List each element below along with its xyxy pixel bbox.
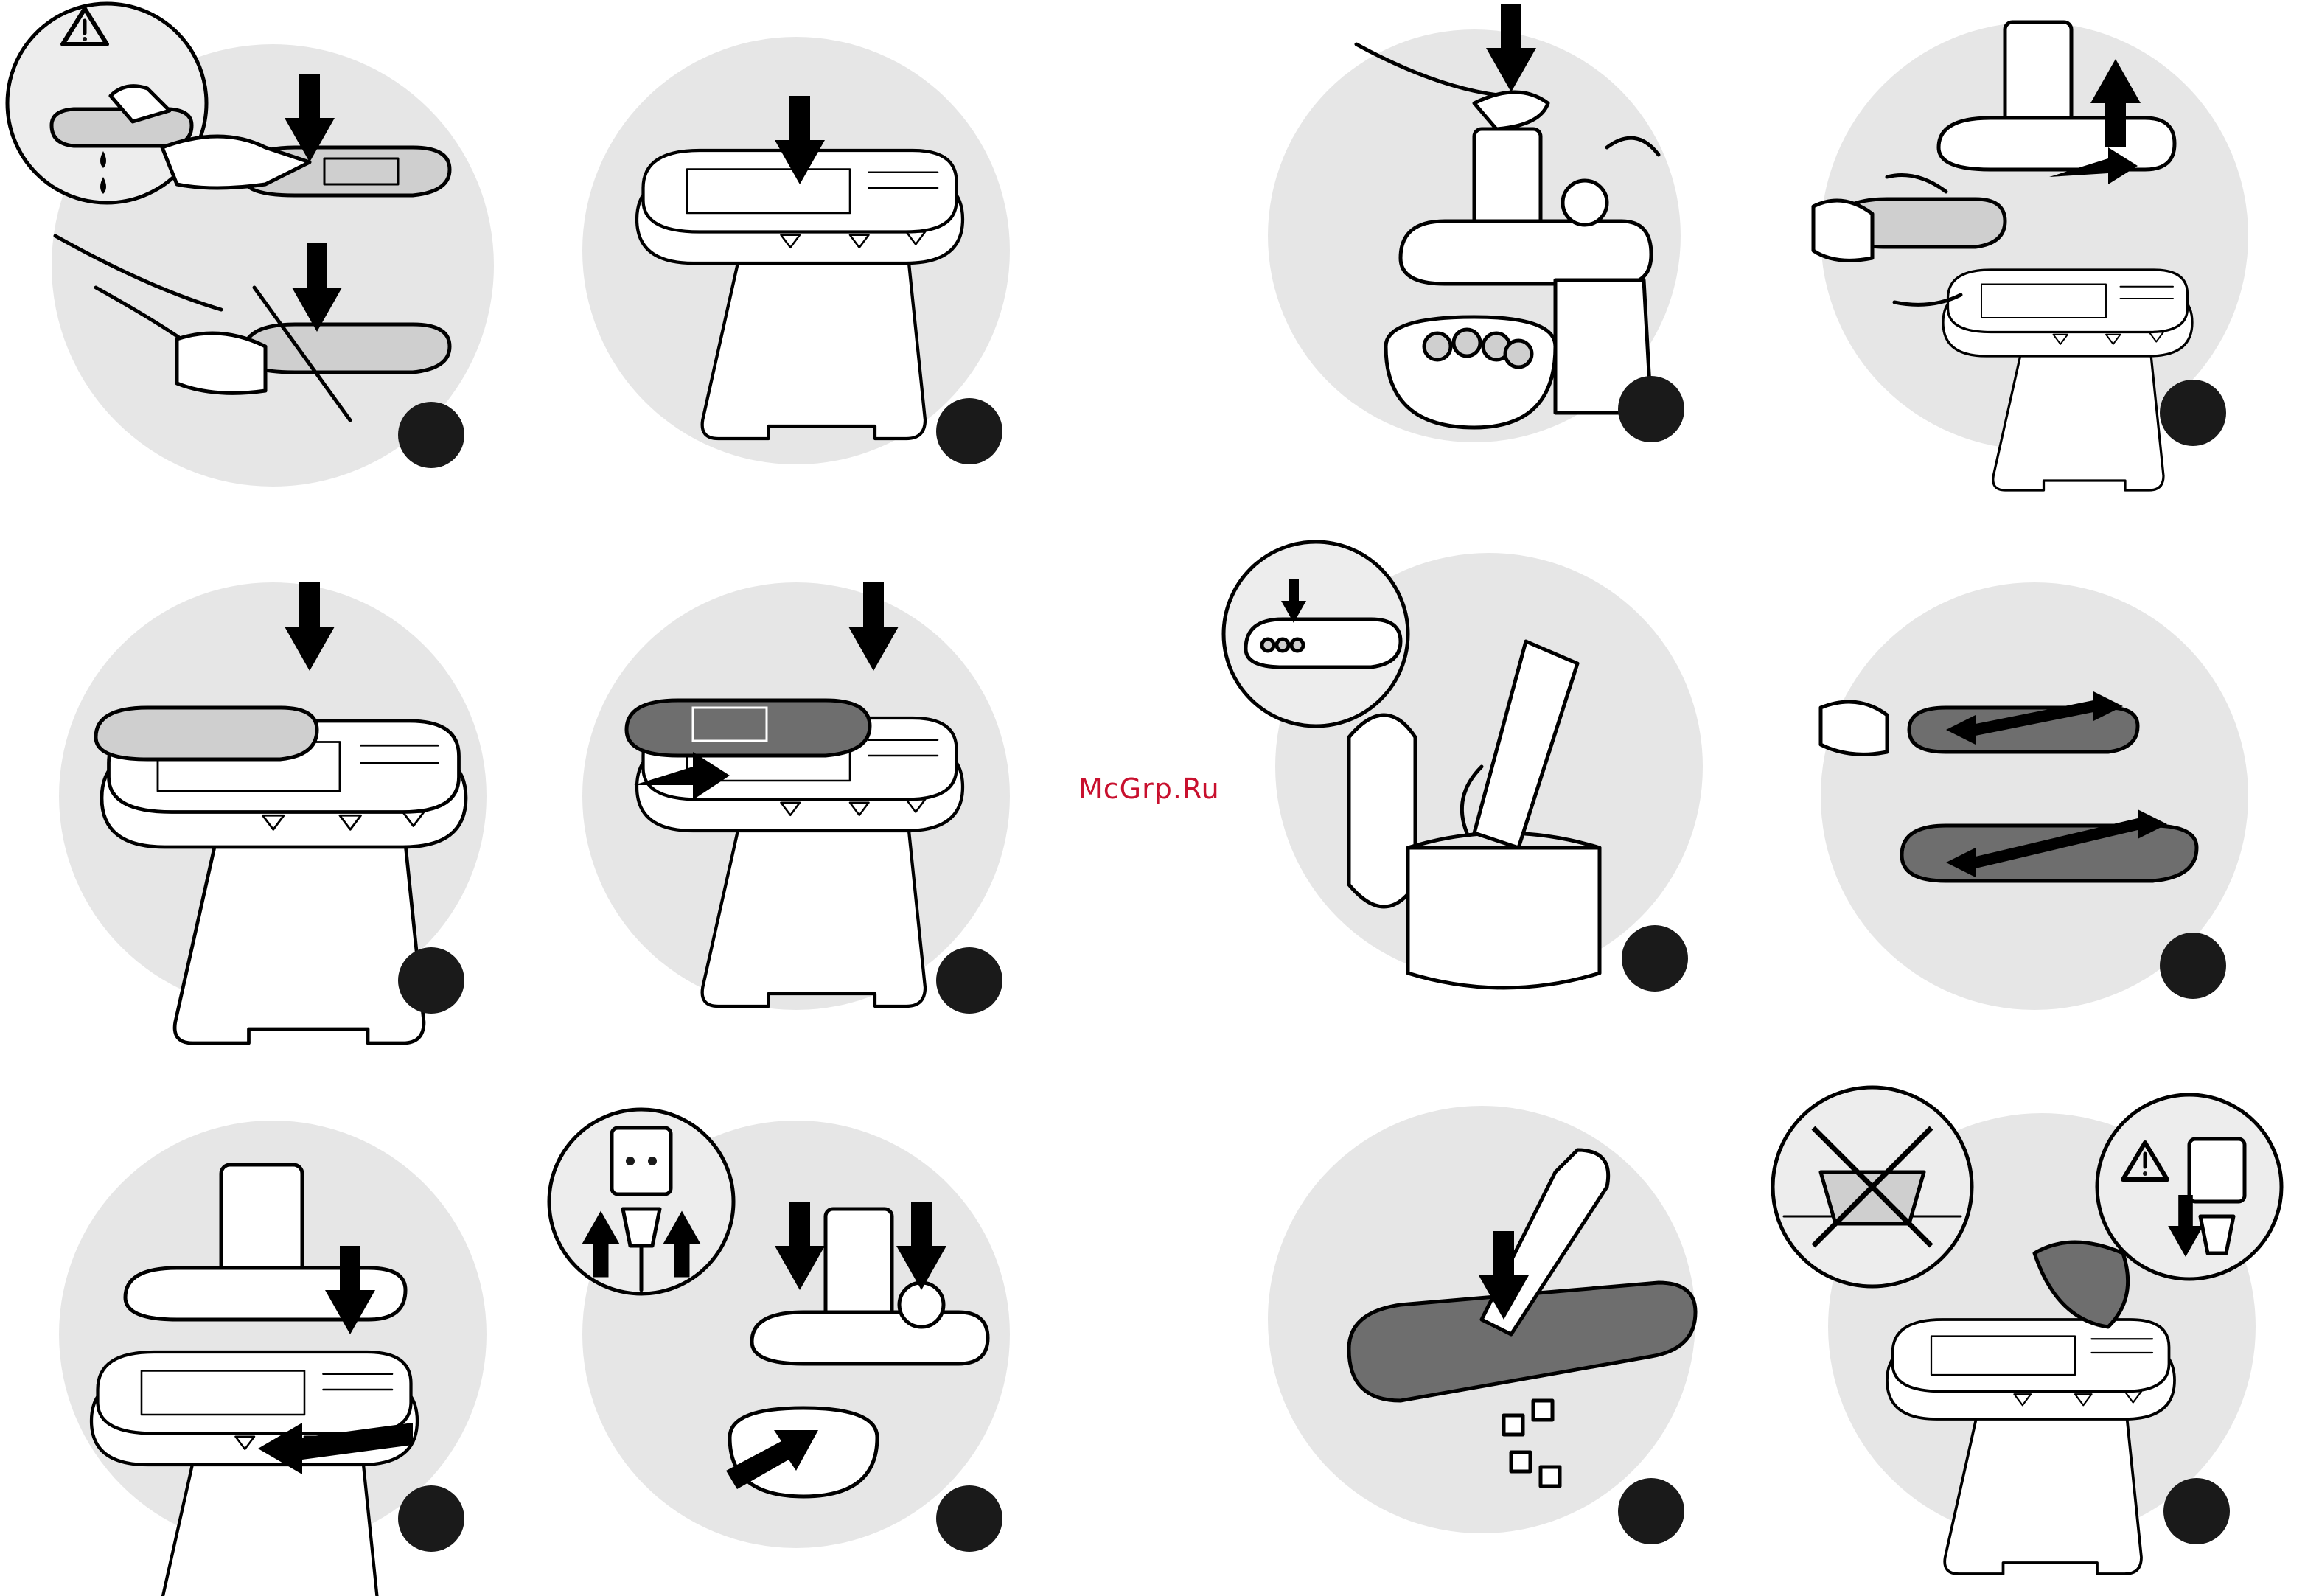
panel-10-inset xyxy=(549,1109,733,1294)
panel-2 xyxy=(582,37,1010,464)
step-dot xyxy=(398,947,464,1014)
step-dot xyxy=(398,402,464,468)
plug-icon xyxy=(623,1209,660,1246)
panel-10 xyxy=(549,1109,1010,1552)
panel-12-unplug-inset xyxy=(2097,1095,2281,1279)
step-dot xyxy=(2160,380,2226,446)
panel-12-no-water-inset xyxy=(1773,1087,1972,1286)
socket-icon xyxy=(612,1128,671,1194)
panel-4 xyxy=(1813,22,2248,490)
step-dot xyxy=(2163,1478,2230,1544)
bin-icon xyxy=(1408,848,1600,988)
step-dot xyxy=(936,947,1002,1014)
step-dot xyxy=(936,398,1002,464)
hand-icon xyxy=(177,333,265,393)
panel-3 xyxy=(1268,4,1684,442)
panel-7 xyxy=(1224,542,1703,992)
step-dot xyxy=(398,1485,464,1552)
panel-7-inset xyxy=(1224,542,1408,726)
plug-icon xyxy=(2200,1216,2233,1253)
panel-9 xyxy=(59,1121,487,1596)
panel-8 xyxy=(1821,582,2248,1010)
step-dot xyxy=(1618,1478,1684,1544)
step-dot xyxy=(1622,925,1688,992)
panel-12 xyxy=(1773,1087,2281,1574)
hand-icon xyxy=(1821,702,1887,754)
step-dot xyxy=(2160,933,2226,999)
panel-11 xyxy=(1268,1106,1695,1544)
watermark-text: McGrp.Ru xyxy=(1078,773,1220,805)
panel-1 xyxy=(7,4,494,487)
step-dot xyxy=(1618,376,1684,442)
step-dot xyxy=(936,1485,1002,1552)
panel-5 xyxy=(59,582,487,1043)
panel-6 xyxy=(582,582,1010,1014)
hand-icon xyxy=(1813,201,1872,260)
